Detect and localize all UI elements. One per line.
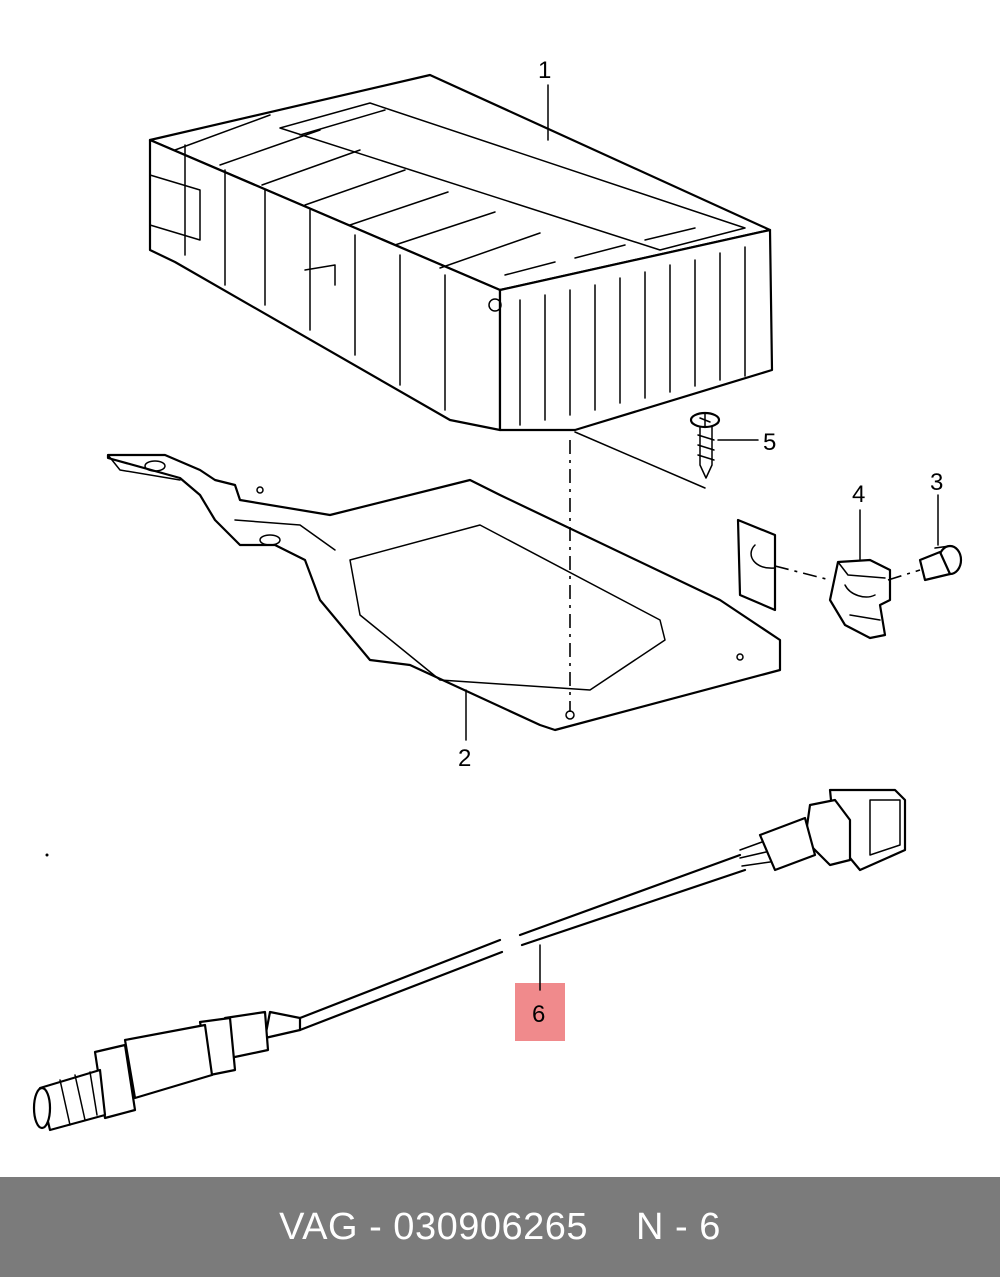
callout-5: 5 [763,429,776,456]
bolt-illustration [918,544,963,582]
callout-1: 1 [538,57,551,84]
position-number-text: N - 6 [636,1205,721,1248]
oxygen-sensor-illustration [32,788,907,1132]
callout-4: 4 [852,481,865,508]
callout-6: 6 [532,1001,545,1028]
mounting-bracket-illustration [106,453,782,732]
clip-nut-illustration [828,558,892,640]
part-number-text: VAG - 030906265 [279,1205,589,1248]
callout-3: 3 [930,469,943,496]
part-number-footer: VAG - 030906265 N - 6 [0,1177,1000,1277]
callout-2: 2 [458,745,471,772]
screw-illustration [689,411,721,479]
parts-diagram: 1 5 2 4 3 [32,57,963,1132]
control-unit-illustration [148,73,774,432]
callout-6-highlight [515,983,565,1041]
